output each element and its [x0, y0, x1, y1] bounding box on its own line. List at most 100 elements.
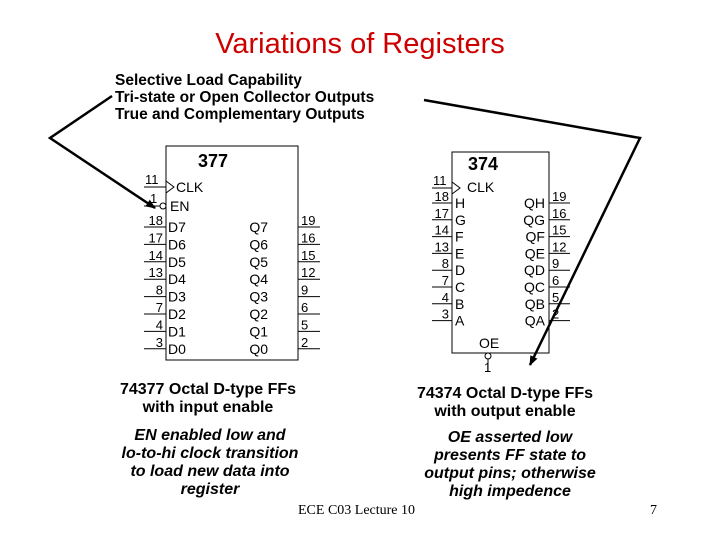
input-pin-number: 14 — [435, 223, 449, 238]
note-line: high impedence — [449, 483, 571, 500]
clk-pin-number: 11 — [433, 173, 447, 188]
input-pin-label: F — [455, 229, 464, 245]
page-number: 7 — [650, 503, 657, 518]
output-pin-number: 5 — [301, 317, 308, 332]
bullet-item: Tri-state or Open Collector Outputs — [115, 89, 375, 106]
input-pin-label: D4 — [168, 271, 186, 287]
output-pin-number: 16 — [552, 206, 566, 221]
output-pin-label: QB — [525, 296, 545, 312]
footer-lecture: ECE C03 Lecture 10 — [298, 503, 416, 518]
input-pin-number: 13 — [149, 265, 163, 280]
clk-label: CLK — [467, 179, 495, 195]
output-pin-number: 6 — [552, 273, 559, 288]
note-line: lo-to-hi clock transition — [121, 445, 299, 462]
output-pin-label: Q4 — [249, 271, 268, 287]
input-pin-number: 7 — [156, 300, 163, 315]
chip-377-caption: 74377 Octal D-type FFs with input enable — [98, 381, 318, 417]
en-pin-number: 1 — [150, 191, 157, 206]
input-pin-label: D — [455, 262, 465, 278]
output-pin-label: QE — [525, 245, 545, 261]
oe-label: OE — [479, 335, 499, 351]
input-pin-label: A — [455, 313, 465, 329]
output-pin-label: Q6 — [249, 236, 268, 252]
caption-subtitle: with output enable — [434, 403, 576, 420]
arrow-to-enable — [47, 94, 156, 210]
output-pin-number: 5 — [552, 290, 559, 305]
output-pin-number: 6 — [301, 300, 308, 315]
input-pin-label: C — [455, 279, 465, 295]
output-pin-number: 15 — [552, 223, 566, 238]
note-line: output pins; otherwise — [424, 465, 596, 482]
output-pin-label: Q0 — [249, 341, 268, 357]
note-line: EN enabled low and — [134, 427, 286, 444]
chip-374-body — [451, 151, 550, 354]
output-pin-number: 9 — [552, 256, 559, 271]
input-pin-number: 3 — [156, 335, 163, 350]
input-pin-label: E — [455, 245, 464, 261]
input-pin-label: D3 — [168, 289, 186, 305]
input-pin-number: 7 — [442, 273, 449, 288]
output-pin-label: QG — [523, 212, 545, 228]
input-pin-number: 17 — [149, 230, 163, 245]
input-pin-label: D0 — [168, 341, 186, 357]
output-pin-number: 9 — [301, 283, 308, 298]
input-pin-label: G — [455, 212, 466, 228]
chip-377-name: 377 — [198, 151, 228, 171]
chip-374-caption: 74374 Octal D-type FFs with output enabl… — [395, 385, 615, 421]
output-pin-number: 16 — [301, 230, 315, 245]
output-pin-label: Q1 — [249, 323, 268, 339]
arrow-to-output-enable — [423, 98, 642, 366]
output-pin-label: QF — [526, 229, 545, 245]
input-pin-number: 8 — [156, 283, 163, 298]
bullet-item: True and Complementary Outputs — [115, 106, 365, 123]
clk-label: CLK — [176, 179, 204, 195]
input-pin-number: 18 — [435, 189, 449, 204]
output-pin-label: Q3 — [249, 289, 268, 305]
input-pin-number: 3 — [442, 307, 449, 322]
output-pin-label: QD — [524, 262, 545, 278]
input-pin-label: D7 — [168, 219, 186, 235]
note-line: register — [180, 481, 240, 498]
enable-note: EN enabled low and lo-to-hi clock transi… — [95, 427, 325, 499]
note-line: OE asserted low — [447, 429, 573, 446]
output-pin-number: 19 — [301, 213, 315, 228]
bullet-list: Selective Load Capability Tri-state or O… — [115, 72, 374, 123]
input-pin-number: 4 — [156, 317, 163, 332]
inversion-bubble-icon — [159, 202, 167, 210]
input-pin-number: 14 — [149, 248, 163, 263]
caption-title: 74377 Octal D-type FFs — [119, 381, 297, 398]
caption-subtitle: with input enable — [142, 399, 274, 416]
input-pin-number: 18 — [149, 213, 163, 228]
caption-title: 74374 Octal D-type FFs — [416, 385, 594, 402]
chip-377-body — [165, 145, 299, 361]
input-pin-number: 17 — [435, 206, 449, 221]
input-pin-label: D1 — [168, 323, 186, 339]
inversion-bubble-icon — [484, 352, 492, 360]
output-pin-label: Q5 — [249, 254, 268, 270]
bullet-item: Selective Load Capability — [115, 72, 302, 89]
chip-374-name: 374 — [468, 154, 498, 174]
output-enable-note: OE asserted low presents FF state to out… — [395, 429, 625, 501]
output-pin-number: 19 — [552, 189, 566, 204]
input-pin-label: D2 — [168, 306, 186, 322]
en-label: EN — [170, 198, 189, 214]
note-line: presents FF state to — [433, 447, 587, 464]
output-pin-label: QA — [525, 313, 546, 329]
clock-triangle-icon — [165, 180, 175, 194]
input-pin-label: H — [455, 195, 465, 211]
output-pin-label: QC — [524, 279, 545, 295]
input-pin-label: D5 — [168, 254, 186, 270]
clk-pin-number: 11 — [145, 172, 159, 187]
slide-title: Variations of Registers — [215, 28, 505, 60]
output-pin-label: Q2 — [249, 306, 268, 322]
input-pin-label: B — [455, 296, 464, 312]
input-pin-label: D6 — [168, 236, 186, 252]
input-pin-number: 8 — [442, 256, 449, 271]
output-pin-number: 12 — [301, 265, 315, 280]
output-pin-number: 15 — [301, 248, 315, 263]
output-pin-label: QH — [524, 195, 545, 211]
output-pin-number: 12 — [552, 239, 566, 254]
input-pin-number: 13 — [435, 239, 449, 254]
